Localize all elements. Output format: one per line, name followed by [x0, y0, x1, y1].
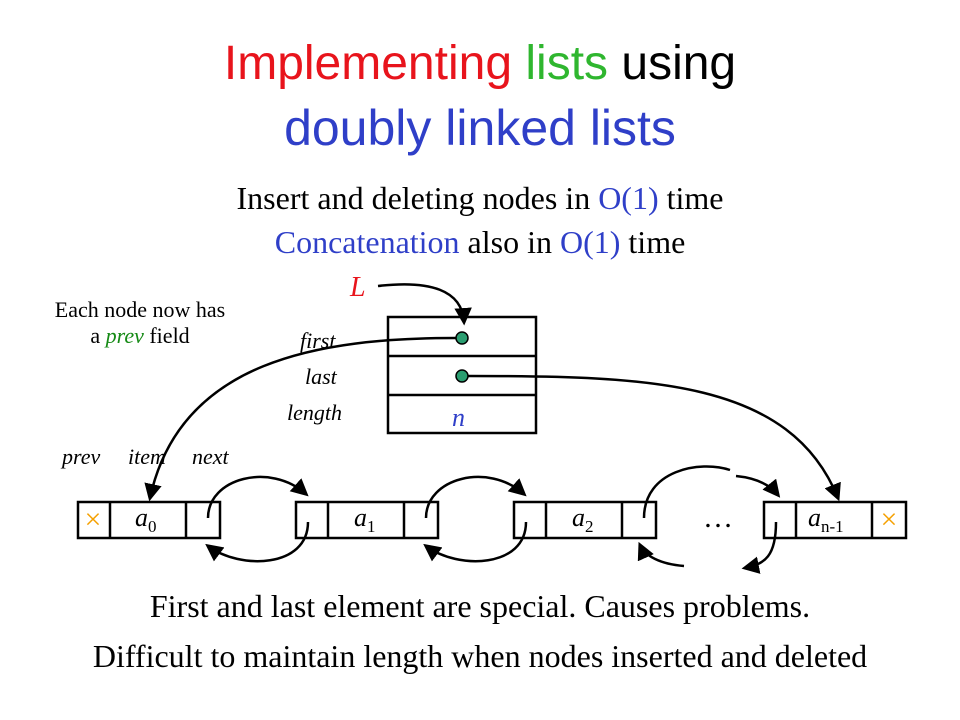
page-title-line1: Implementing lists using — [0, 40, 960, 88]
prev-arrow — [637, 541, 685, 568]
footer-line1: First and last element are special. Caus… — [149, 588, 811, 624]
next-arrow — [735, 474, 781, 498]
node-item-label: a2 — [572, 503, 594, 536]
subtitle-line2-tail: time — [628, 224, 686, 260]
node-box — [512, 500, 658, 540]
node-item-label: a1 — [354, 503, 376, 536]
node-box — [762, 500, 908, 540]
list-node: × a0 — [76, 500, 222, 540]
list-node: a2 — [512, 500, 658, 540]
list-node: a1 — [294, 500, 440, 540]
node-box — [294, 500, 440, 540]
node-item-sub: n-1 — [821, 517, 844, 536]
subtitle-line1-complexity: O(1) — [598, 180, 659, 216]
title-word-implementing: Implementing — [223, 37, 513, 90]
note-line2-prefix: a — [90, 323, 101, 349]
subtitle-line2-concatenation: Concatenation — [274, 224, 460, 260]
subtitle-line1: Insert and deleting nodes in O(1) time — [0, 182, 960, 214]
footer-line2: Difficult to maintain length when nodes … — [92, 638, 868, 674]
next-arrow — [424, 475, 527, 519]
title-word-using: using — [621, 37, 737, 90]
list-pointer-arrow — [377, 283, 472, 326]
node-item-sub: 2 — [585, 517, 594, 536]
next-arrow — [206, 475, 309, 519]
note-line2-suffix: field — [149, 323, 190, 349]
node-box — [76, 500, 222, 540]
null-marker-left: × — [85, 503, 102, 536]
node-item-base: a — [135, 503, 148, 532]
last-pointer-arrow — [467, 374, 841, 502]
prev-arrow — [423, 521, 528, 563]
node-item-sub: 0 — [148, 517, 157, 536]
next-arrow — [642, 465, 731, 519]
page-title-line2: doubly linked lists — [284, 100, 676, 156]
subtitle-line1-tail: time — [666, 180, 724, 216]
node-label-prev: prev — [60, 444, 101, 469]
node-item-label: an-1 — [808, 503, 844, 536]
prev-arrow — [741, 521, 778, 574]
list-name-label: L — [349, 272, 366, 303]
node-item-label: a0 — [135, 503, 157, 536]
subtitle-line2-text: also in — [467, 224, 552, 260]
subtitle-line1-text: Insert and deleting nodes in — [236, 180, 591, 216]
last-pointer-dot — [455, 369, 469, 383]
node-label-next: next — [192, 444, 230, 469]
prev-field-note: Each node now has a prev field — [0, 297, 280, 350]
note-line1: Each node now has — [54, 297, 226, 322]
first-pointer-dot — [455, 331, 469, 345]
header-field-last: last — [305, 364, 338, 389]
node-item-sub: 1 — [367, 517, 376, 536]
node-item-base: a — [572, 503, 585, 532]
prev-arrow — [205, 521, 310, 563]
subtitle-line2: Concatenation also in O(1) time — [0, 226, 960, 258]
note-line2: a prev field — [0, 323, 280, 349]
subtitle-line2-complexity: O(1) — [559, 224, 621, 260]
header-field-length: length — [287, 400, 342, 425]
note-line2-prev: prev — [105, 323, 144, 349]
list-node: an-1 × — [762, 500, 908, 540]
first-pointer-arrow — [144, 336, 457, 502]
ellipsis: … — [703, 501, 733, 534]
header-length-value: n — [452, 403, 465, 432]
title-word-lists: lists — [525, 37, 609, 90]
null-marker-right: × — [881, 503, 898, 536]
node-item-base: a — [354, 503, 367, 532]
node-item-base: a — [808, 503, 821, 532]
